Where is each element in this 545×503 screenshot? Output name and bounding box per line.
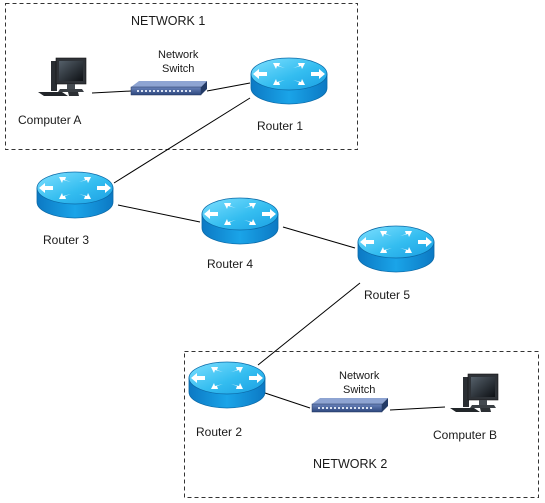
router-1-label: Router 1 <box>257 119 303 133</box>
switch-1-label-line1: Network <box>158 49 199 61</box>
computer-a-label: Computer A <box>18 113 81 127</box>
switch-1-label-line2: Switch <box>162 63 194 75</box>
link-switch-2-computer-b <box>389 406 446 411</box>
computer-a[interactable] <box>37 57 87 97</box>
router-1[interactable] <box>250 57 328 105</box>
computer-icon <box>37 57 87 97</box>
router-4-label: Router 4 <box>207 257 253 271</box>
network-switch-2[interactable] <box>311 397 389 413</box>
router-4[interactable] <box>201 197 279 245</box>
router-icon <box>36 171 114 219</box>
switch-2-label-line2: Switch <box>343 384 375 396</box>
router-icon <box>201 197 279 245</box>
router-icon <box>357 225 435 273</box>
router-2-label: Router 2 <box>196 425 242 439</box>
network-switch-icon <box>130 80 208 96</box>
link-router-3-router-4 <box>117 204 201 223</box>
network-2-label: NETWORK 2 <box>313 457 387 471</box>
computer-b-label: Computer B <box>433 428 497 442</box>
links <box>91 82 446 411</box>
network-2-boundary <box>184 351 539 498</box>
router-3-label: Router 3 <box>43 233 89 247</box>
link-switch-1-router-1 <box>206 82 251 92</box>
network-switch-1[interactable] <box>130 80 208 96</box>
router-2[interactable] <box>188 361 266 409</box>
link-router-1-router-3 <box>113 97 251 184</box>
router-icon <box>250 57 328 105</box>
router-icon <box>188 361 266 409</box>
router-5[interactable] <box>357 225 435 273</box>
computer-b[interactable] <box>449 373 499 413</box>
link-computer-a-switch-1 <box>91 90 132 94</box>
computer-icon <box>449 373 499 413</box>
network-1-label: NETWORK 1 <box>131 14 205 28</box>
link-router-4-router-5 <box>282 226 356 249</box>
network-1-boundary <box>5 3 358 150</box>
link-router-5-router-2 <box>257 282 361 366</box>
router-5-label: Router 5 <box>364 288 410 302</box>
link-router-2-switch-2 <box>264 392 311 409</box>
network-switch-icon <box>311 397 389 413</box>
switch-2-label-line1: Network <box>339 370 380 382</box>
router-3[interactable] <box>36 171 114 219</box>
